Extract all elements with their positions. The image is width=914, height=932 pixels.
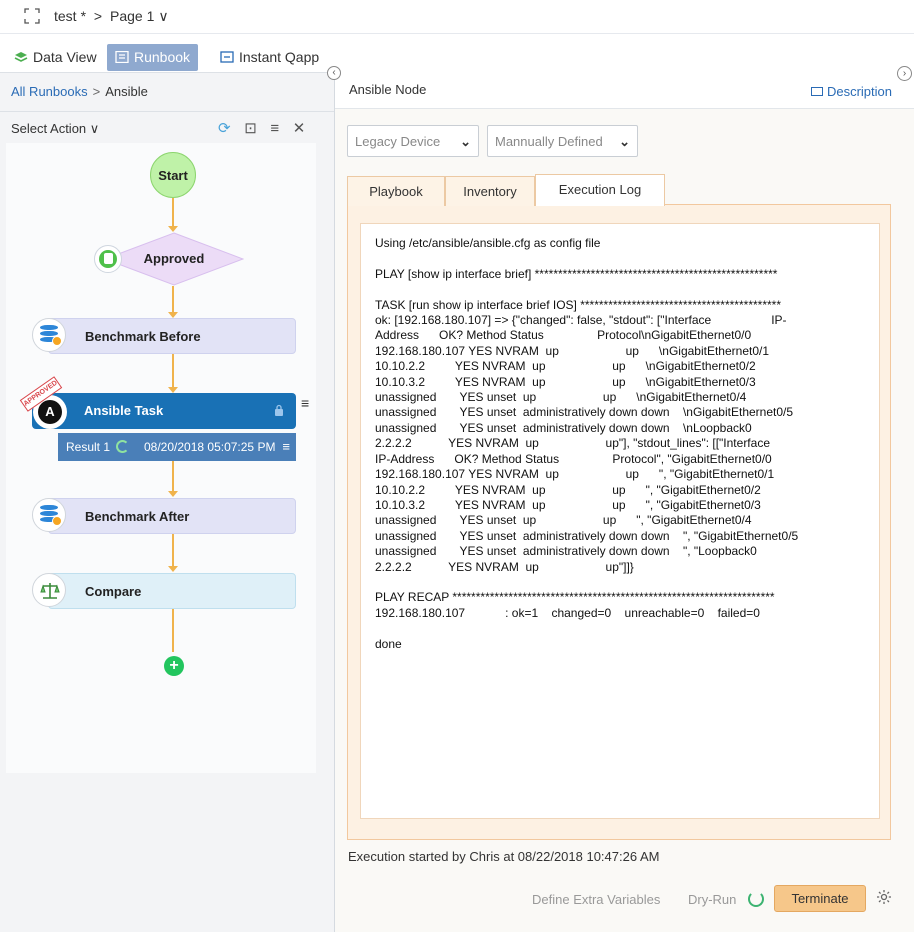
close-icon[interactable]: ✕: [292, 120, 306, 137]
connector: [172, 286, 174, 314]
connector-arrow: [168, 312, 178, 318]
connector-arrow: [168, 387, 178, 393]
thumbs-up-icon: [94, 245, 122, 273]
ansible-task-node[interactable]: Ansible Task: [32, 393, 296, 429]
modified-marker: *: [80, 8, 87, 24]
terminate-button[interactable]: Terminate: [774, 885, 866, 912]
chevron-down-icon[interactable]: ∨: [158, 8, 169, 24]
execution-status: Execution started by Chris at 08/22/2018…: [348, 849, 660, 864]
start-node[interactable]: Start: [150, 152, 196, 198]
tab-runbook[interactable]: Runbook: [107, 44, 199, 71]
connector-arrow: [168, 226, 178, 232]
dry-run-button[interactable]: Dry-Run: [688, 892, 737, 907]
title-bar: test* > Page 1∨: [0, 0, 914, 34]
benchmark-after-node[interactable]: Benchmark After: [48, 498, 296, 534]
page-breadcrumb: test* > Page 1∨: [54, 8, 173, 25]
database-icon: [32, 318, 66, 352]
database-icon: [32, 498, 66, 532]
qapp-icon: [220, 51, 234, 63]
approval-node[interactable]: [104, 232, 244, 286]
benchmark-before-node[interactable]: Benchmark Before: [48, 318, 296, 354]
add-step-button[interactable]: +: [164, 656, 184, 676]
project-name[interactable]: test: [54, 8, 77, 24]
refresh-icon[interactable]: ⟳: [218, 120, 231, 137]
tab-content-frame: Using /etc/ansible/ansible.cfg as config…: [347, 204, 891, 840]
node-menu-icon[interactable]: ≡: [301, 395, 310, 411]
connector-arrow: [168, 566, 178, 572]
tab-label: Runbook: [134, 49, 191, 65]
node-label: Benchmark After: [85, 509, 190, 524]
connector: [172, 354, 174, 389]
node-detail-panel: Ansible Node Description Legacy Device ⌄…: [334, 72, 914, 932]
node-label: Compare: [85, 584, 142, 599]
page-selector[interactable]: Page 1: [110, 8, 155, 24]
tab-instant-qapp[interactable]: Instant Qapp: [212, 44, 327, 71]
device-select[interactable]: Legacy Device ⌄: [347, 125, 479, 157]
stack-icon: [14, 52, 28, 62]
breadcrumb: All Runbooks > Ansible: [11, 84, 148, 99]
result-bar[interactable]: Result 1 08/20/2018 05:07:25 PM ≡: [58, 433, 296, 461]
approval-label: Approved: [143, 251, 205, 266]
tab-execution-log[interactable]: Execution Log: [535, 174, 665, 206]
result-timestamp: 08/20/2018 05:07:25 PM: [144, 440, 276, 454]
chevron-down-icon: ⌄: [460, 134, 471, 149]
gear-icon[interactable]: [876, 889, 892, 905]
tab-data-view[interactable]: Data View: [6, 44, 105, 71]
define-extra-variables-button[interactable]: Define Extra Variables: [532, 892, 661, 907]
node-label: Benchmark Before: [85, 329, 201, 344]
connector: [172, 461, 174, 493]
chevron-down-icon: ∨: [89, 121, 100, 136]
breadcrumb-separator: >: [92, 84, 101, 99]
description-link[interactable]: Description: [810, 84, 892, 99]
panel-title: Ansible Node: [349, 82, 427, 97]
connector: [172, 534, 174, 568]
connector: [172, 609, 174, 652]
tab-label: Data View: [33, 49, 97, 65]
definition-select[interactable]: Mannually Defined ⌄: [487, 125, 638, 157]
lock-icon: [275, 404, 283, 416]
breadcrumb-current: Ansible: [105, 84, 148, 99]
breadcrumb-all-runbooks[interactable]: All Runbooks: [11, 84, 88, 99]
view-tabs: Data View Runbook Instant Qapp: [0, 42, 334, 72]
node-label: Ansible Task: [84, 403, 164, 418]
collapse-left-button[interactable]: ‹: [327, 66, 341, 80]
divider: [335, 108, 914, 109]
compare-node[interactable]: Compare: [48, 573, 296, 609]
runbook-icon: [115, 51, 129, 63]
tab-playbook[interactable]: Playbook: [347, 176, 445, 206]
tab-label: Instant Qapp: [239, 49, 320, 65]
device-select-value: Legacy Device: [355, 134, 441, 149]
execution-log: Using /etc/ansible/ansible.cfg as config…: [360, 223, 880, 819]
collapse-right-button[interactable]: ›: [897, 66, 912, 81]
definition-select-value: Mannually Defined: [495, 134, 603, 149]
connector: [172, 198, 174, 228]
select-action-label: Select Action: [11, 121, 87, 136]
flow-toolbar: ⟳ ⊡ ≡ ✕: [218, 119, 315, 137]
expand-icon[interactable]: [24, 8, 40, 24]
connector-arrow: [168, 491, 178, 497]
result-label: Result 1: [66, 440, 111, 454]
breadcrumb-separator: >: [93, 8, 103, 24]
select-action-dropdown[interactable]: Select Action ∨: [11, 121, 99, 137]
tab-inventory[interactable]: Inventory: [445, 176, 535, 206]
chevron-down-icon: ⌄: [619, 134, 630, 149]
fit-icon[interactable]: ⊡: [244, 120, 257, 137]
description-label: Description: [826, 84, 892, 99]
comment-icon: [810, 87, 823, 96]
menu-icon[interactable]: ≡: [270, 120, 280, 137]
loading-spinner-icon: [116, 440, 129, 453]
result-menu-icon[interactable]: ≡: [282, 439, 290, 454]
loading-spinner-icon: [748, 891, 764, 907]
divider: [0, 111, 334, 112]
scale-icon: [32, 573, 66, 607]
